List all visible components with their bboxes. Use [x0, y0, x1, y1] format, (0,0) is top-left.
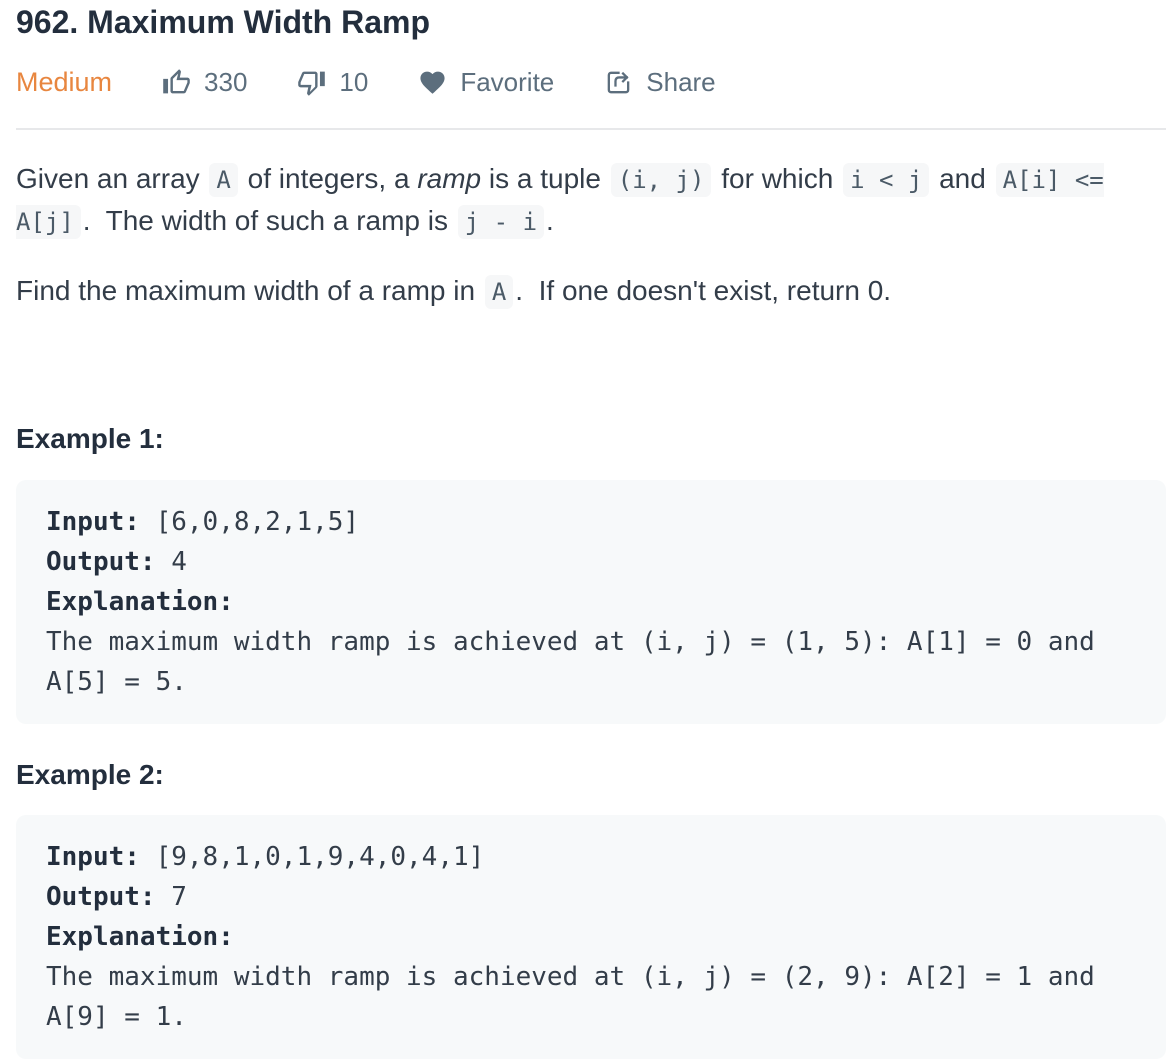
inline-code: (i, j)	[610, 163, 712, 197]
example-line-label: Input:	[46, 507, 140, 537]
meta-row: Medium 330 10 Favorite	[16, 64, 1166, 100]
spacer	[16, 340, 1166, 382]
description-paragraph-1: Given an array A of integers, a ramp is …	[16, 158, 1166, 242]
favorite-button[interactable]: Favorite	[418, 67, 554, 98]
heart-icon	[418, 68, 447, 97]
description-paragraph-2: Find the maximum width of a ramp in A. I…	[16, 270, 1166, 312]
inline-code: A	[209, 163, 238, 197]
example-line-label: Explanation:	[46, 922, 234, 952]
example-line-label: Explanation:	[46, 587, 234, 617]
like-count: 330	[204, 66, 248, 97]
example-line-label: Output:	[46, 882, 156, 912]
inline-code: i < j	[843, 163, 930, 197]
example-1-block: Input: [6,0,8,2,1,5] Output: 4 Explanati…	[16, 480, 1166, 724]
example-1-heading: Example 1:	[16, 423, 164, 454]
example-2-heading: Example 2:	[16, 759, 164, 790]
example-line-label: Input:	[46, 842, 140, 872]
divider	[16, 128, 1166, 130]
inline-code: A	[484, 275, 514, 309]
page-title: 962. Maximum Width Ramp	[16, 4, 431, 40]
dislike-count: 10	[339, 66, 369, 97]
inline-code: j - i	[457, 205, 545, 239]
favorite-label: Favorite	[460, 66, 555, 97]
emphasis-text: ramp	[417, 163, 482, 194]
share-icon	[604, 68, 633, 97]
example-2-block: Input: [9,8,1,0,1,9,4,0,4,1] Output: 7 E…	[16, 815, 1166, 1059]
difficulty-badge: Medium	[16, 66, 113, 97]
example-line-label: Output:	[46, 547, 156, 577]
share-label: Share	[646, 66, 716, 97]
share-button[interactable]: Share	[604, 66, 716, 98]
thumbs-down-icon	[297, 68, 326, 97]
problem-description: Given an array A of integers, a ramp is …	[16, 158, 1166, 312]
thumbs-up-icon	[162, 68, 191, 97]
dislike-button[interactable]: 10	[297, 67, 368, 98]
like-button[interactable]: 330	[162, 67, 247, 98]
